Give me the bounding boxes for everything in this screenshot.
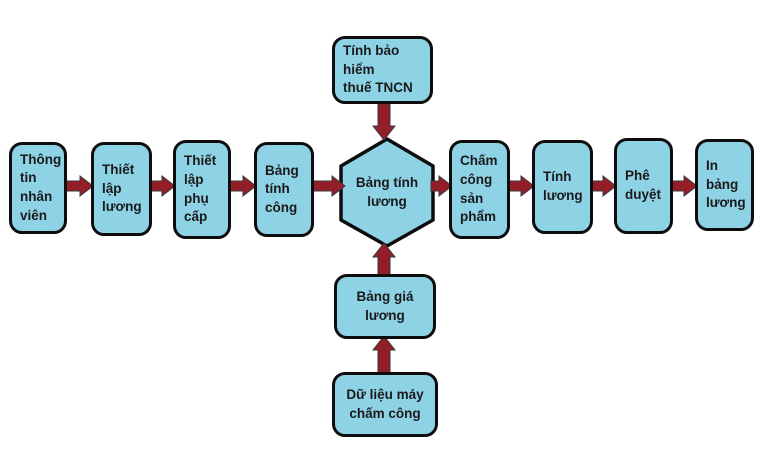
node-salary-setup: Thiết lập lương xyxy=(91,142,152,236)
node-print-payroll: In bảng lương xyxy=(695,139,754,231)
node-salary-rate-table: Bảng giá lương xyxy=(334,274,436,339)
hexagon-payroll-sheet-shape xyxy=(339,137,435,248)
node-employee-info-label: Thông tin nhân viên xyxy=(20,151,62,223)
arrow-up-clockdata-to-ratetable xyxy=(371,335,397,375)
node-approval: Phê duyệt xyxy=(614,138,673,234)
node-timesheet-label: Bảng tính công xyxy=(265,162,299,215)
node-insurance-tax: Tính bảo hiểm thuế TNCN xyxy=(332,36,433,104)
arrow-right-7 xyxy=(591,174,617,198)
node-product-timekeeping-label: Chấm công sản phẩm xyxy=(460,153,498,225)
arrow-up-ratetable-to-hexagon xyxy=(371,242,397,278)
arrow-right-2 xyxy=(150,174,176,198)
node-salary-setup-label: Thiết lập lương xyxy=(102,162,142,215)
arrow-right-8 xyxy=(671,174,698,198)
arrow-right-5 xyxy=(430,174,453,198)
arrow-right-1 xyxy=(64,174,94,198)
node-allowance-setup-label: Thiết lập phụ cấp xyxy=(184,153,217,225)
arrow-right-6 xyxy=(507,174,535,198)
node-employee-info: Thông tin nhân viên xyxy=(9,142,67,234)
node-payroll-sheet: Bảng tính lương xyxy=(341,139,433,246)
arrow-down-insurance-to-hexagon xyxy=(371,103,397,141)
node-insurance-tax-label: Tính bảo hiểm thuế TNCN xyxy=(343,43,413,96)
node-allowance-setup: Thiết lập phụ cấp xyxy=(173,140,231,239)
node-time-clock-data: Dữ liệu máy chấm công xyxy=(332,372,438,437)
node-product-timekeeping: Chấm công sản phẩm xyxy=(449,140,510,239)
node-salary-rate-table-label: Bảng giá lương xyxy=(356,288,414,323)
node-approval-label: Phê duyệt xyxy=(625,168,662,202)
node-payroll-sheet-label: Bảng tính lương xyxy=(355,174,419,209)
node-salary-calculation-label: Tính lương xyxy=(543,169,583,203)
node-timesheet: Bảng tính công xyxy=(254,142,314,237)
node-print-payroll-label: In bảng lương xyxy=(706,158,746,211)
node-salary-calculation: Tính lương xyxy=(532,140,593,234)
arrow-right-4 xyxy=(311,174,346,198)
arrow-right-3 xyxy=(229,174,257,198)
node-time-clock-data-label: Dữ liệu máy chấm công xyxy=(346,386,424,421)
